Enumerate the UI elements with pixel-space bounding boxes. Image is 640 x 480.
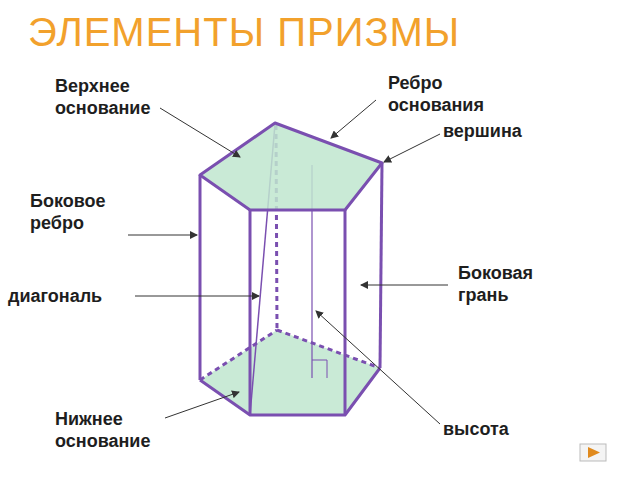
slide-title: ЭЛЕМЕНТЫ ПРИЗМЫ bbox=[28, 8, 460, 56]
right-angle-mark bbox=[312, 360, 327, 378]
play-button bbox=[580, 444, 606, 461]
part-label: Верхнее основание bbox=[55, 75, 205, 119]
part-label: Боковое ребро bbox=[30, 190, 125, 234]
part-label: Ребро основания bbox=[388, 72, 528, 116]
title-rule bbox=[28, 59, 625, 61]
lower-base bbox=[200, 330, 380, 415]
visible-edges bbox=[200, 163, 382, 415]
part-label: Нижнее основание bbox=[55, 408, 205, 452]
leader-lines bbox=[128, 100, 448, 424]
part-label: вершина bbox=[443, 120, 563, 142]
upper-base bbox=[200, 123, 382, 210]
part-label: высота bbox=[443, 418, 543, 440]
part-label: диагональ bbox=[8, 285, 133, 307]
part-label: Боковая грань bbox=[458, 262, 568, 306]
